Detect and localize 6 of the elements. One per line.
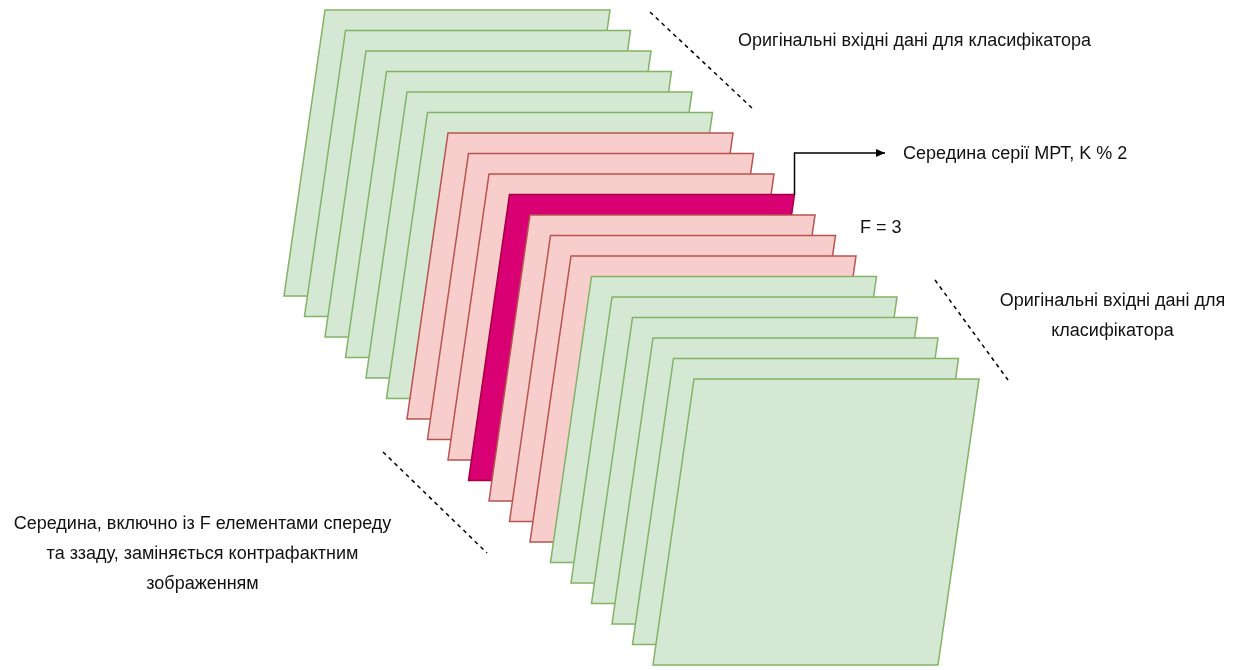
arrow (793, 149, 886, 196)
callout-text: Середина серії МРТ, K % 2 (885, 138, 1128, 168)
annotation-text: Оригінальні вхідні дані для класифікатора (738, 29, 1093, 52)
annotation-text: Оригінальні вхідні дані для класифікатора (998, 289, 1227, 342)
annotation-text: F = 3 (860, 216, 903, 239)
annotation-text: Середина, включно із F елементами спереду та ззаду, заміняється контрафактним зображенням (12, 512, 393, 595)
